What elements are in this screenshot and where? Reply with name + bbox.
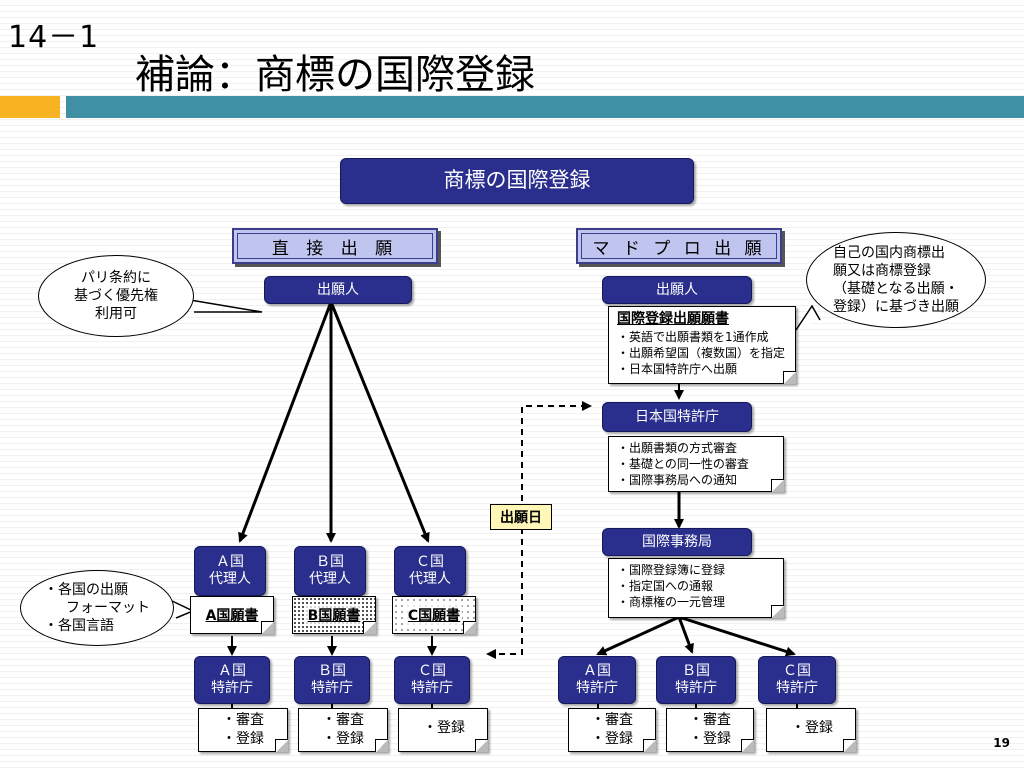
b-agent-box: Ｂ国 代理人 <box>294 546 366 596</box>
madrid-a-result-line: ・審査 <box>591 712 633 728</box>
format-bubble-line: フォーマット <box>66 599 150 616</box>
jpo-note-item: ・基礎との同一性の審査 <box>617 457 749 472</box>
madrid-basis-line: 自己の国内商標出 <box>833 244 945 261</box>
arrow-to-a-agent <box>238 301 333 543</box>
slide-title: 補論：商標の国際登録 <box>135 52 535 98</box>
direct-a-result-note: ・審査 ・登録 <box>198 708 288 752</box>
a-application-doc: A国願書 <box>190 596 274 634</box>
madrid-basis-line: 登録）に基づき出願 <box>833 299 959 316</box>
direct-b-result-line: ・登録 <box>322 730 364 747</box>
page-number: 19 <box>993 736 1010 750</box>
madrid-c-office-box: Ｃ国 特許庁 <box>758 656 836 704</box>
direct-a-office-line: 特許庁 <box>211 680 253 696</box>
direct-c-office-line: 特許庁 <box>411 680 453 696</box>
intl-bureau-note: ・国際登録簿に登録 ・指定国への通報 ・商標権の一元管理 <box>608 558 784 618</box>
madrid-b-result-note: ・審査 ・登録 <box>666 708 754 752</box>
priority-bubble: パリ条約に 基づく優先権 利用可 <box>38 255 194 337</box>
b-application-doc: B国願書 <box>292 596 376 634</box>
title-accent-bar <box>0 96 60 118</box>
intl-bureau-note-item: ・指定国への通報 <box>617 579 714 594</box>
intl-application-item: ・英語で出願書類を1通作成 <box>617 329 769 344</box>
filing-date-label: 出願日 <box>490 504 552 530</box>
madrid-c-result-note: ・登録 <box>766 708 856 752</box>
a-agent-line: 代理人 <box>209 571 251 587</box>
madrid-filing-header-label: マ ド プ ロ 出 願 <box>592 238 766 259</box>
intl-application-item: ・日本国特許庁へ出願 <box>617 362 738 377</box>
direct-b-office-line: 特許庁 <box>311 680 353 696</box>
madrid-bubble-tail <box>795 304 821 331</box>
direct-filing-header: 直 接 出 願 <box>232 228 438 264</box>
direct-a-result-line: ・審査 <box>222 712 264 728</box>
direct-a-result-line: ・登録 <box>222 730 264 747</box>
madrid-c-result-line: ・登録 <box>791 720 833 737</box>
direct-c-result-line: ・登録 <box>423 720 465 737</box>
madrid-c-office-line: Ｃ国 <box>783 663 811 680</box>
jpo-box: 日本国特許庁 <box>602 402 752 432</box>
madrid-b-office-line: Ｂ国 <box>682 663 710 680</box>
direct-b-result-line: ・審査 <box>322 712 364 728</box>
madrid-a-result-note: ・審査 ・登録 <box>568 708 656 752</box>
slide-number: 14－1 <box>8 20 100 55</box>
c-agent-line: 代理人 <box>409 571 451 587</box>
direct-a-office-line: Ａ国 <box>218 663 246 680</box>
b-agent-line: Ｂ国 <box>316 554 344 571</box>
madrid-basis-line: （基礎となる出願・ <box>833 281 959 297</box>
madrid-basis-bubble: 自己の国内商標出 願又は商標登録 （基礎となる出願・ 登録）に基づき出願 <box>806 232 986 328</box>
direct-b-office-box: Ｂ国 特許庁 <box>294 656 370 704</box>
arrow-ib-to-c <box>678 615 796 657</box>
madrid-b-office-line: 特許庁 <box>675 680 717 696</box>
madrid-filing-header: マ ド プ ロ 出 願 <box>576 228 782 264</box>
arrow-ib-to-a <box>596 615 680 656</box>
direct-c-result-note: ・登録 <box>398 708 488 752</box>
c-application-doc-label: C国願書 <box>405 605 463 625</box>
direct-c-office-line: Ｃ国 <box>418 663 446 680</box>
jpo-note: ・出願書類の方式審査 ・基礎との同一性の審査 ・国際事務局への通知 <box>608 436 784 492</box>
c-application-doc: C国願書 <box>392 596 476 634</box>
format-bubble-line: ・各国の出願 <box>44 581 128 598</box>
intl-bureau-note-item: ・国際登録簿に登録 <box>617 563 726 577</box>
filing-date-link <box>488 405 582 655</box>
a-application-doc-label: A国願書 <box>203 605 261 625</box>
madrid-basis-line: 願又は商標登録 <box>833 262 931 279</box>
direct-applicant-box: 出願人 <box>264 276 412 304</box>
madrid-a-office-line: Ａ国 <box>583 663 611 680</box>
direct-c-office-box: Ｃ国 特許庁 <box>394 656 470 704</box>
intl-application-note: 国際登録出願願書 ・英語で出願書類を1通作成 ・出願希望国（複数国）を指定 ・日… <box>608 306 796 384</box>
intl-application-title: 国際登録出願願書 <box>617 311 729 327</box>
direct-b-result-note: ・審査 ・登録 <box>298 708 388 752</box>
priority-bubble-line: パリ条約に <box>81 269 151 286</box>
jpo-note-item: ・出願書類の方式審査 <box>617 441 738 455</box>
jpo-note-item: ・国際事務局への通知 <box>617 473 738 488</box>
priority-bubble-tail <box>189 299 263 313</box>
direct-a-office-box: Ａ国 特許庁 <box>194 656 270 704</box>
main-title-box: 商標の国際登録 <box>340 158 694 204</box>
format-bubble: ・各国の出願 フォーマット ・各国言語 <box>20 570 174 646</box>
priority-bubble-line: 基づく優先権 <box>74 287 158 304</box>
a-agent-box: Ａ国 代理人 <box>194 546 266 596</box>
intl-application-item: ・出願希望国（複数国）を指定 <box>617 346 786 361</box>
arrow-to-c-agent <box>329 301 430 543</box>
b-agent-line: 代理人 <box>309 571 351 587</box>
c-agent-box: Ｃ国 代理人 <box>394 546 466 596</box>
b-application-doc-label: B国願書 <box>305 605 363 625</box>
a-agent-line: Ａ国 <box>216 554 244 571</box>
madrid-a-office-line: 特許庁 <box>576 680 618 696</box>
madrid-a-result-line: ・登録 <box>591 730 633 747</box>
madrid-b-result-line: ・登録 <box>689 730 731 747</box>
arrow-ib-to-b <box>677 616 694 654</box>
madrid-b-office-box: Ｂ国 特許庁 <box>656 656 736 704</box>
intl-bureau-box: 国際事務局 <box>602 528 752 556</box>
c-agent-line: Ｃ国 <box>416 554 444 571</box>
intl-bureau-note-item: ・商標権の一元管理 <box>617 595 726 610</box>
direct-b-office-line: Ｂ国 <box>318 663 346 680</box>
priority-bubble-line: 利用可 <box>95 306 137 323</box>
title-underline-bar <box>66 96 1024 118</box>
madrid-a-office-box: Ａ国 特許庁 <box>558 656 636 704</box>
direct-filing-header-label: 直 接 出 願 <box>271 238 399 259</box>
madrid-b-result-line: ・審査 <box>689 712 731 728</box>
madrid-c-office-line: 特許庁 <box>776 680 818 696</box>
madrid-applicant-box: 出願人 <box>602 276 752 304</box>
format-bubble-line: ・各国言語 <box>44 618 114 635</box>
